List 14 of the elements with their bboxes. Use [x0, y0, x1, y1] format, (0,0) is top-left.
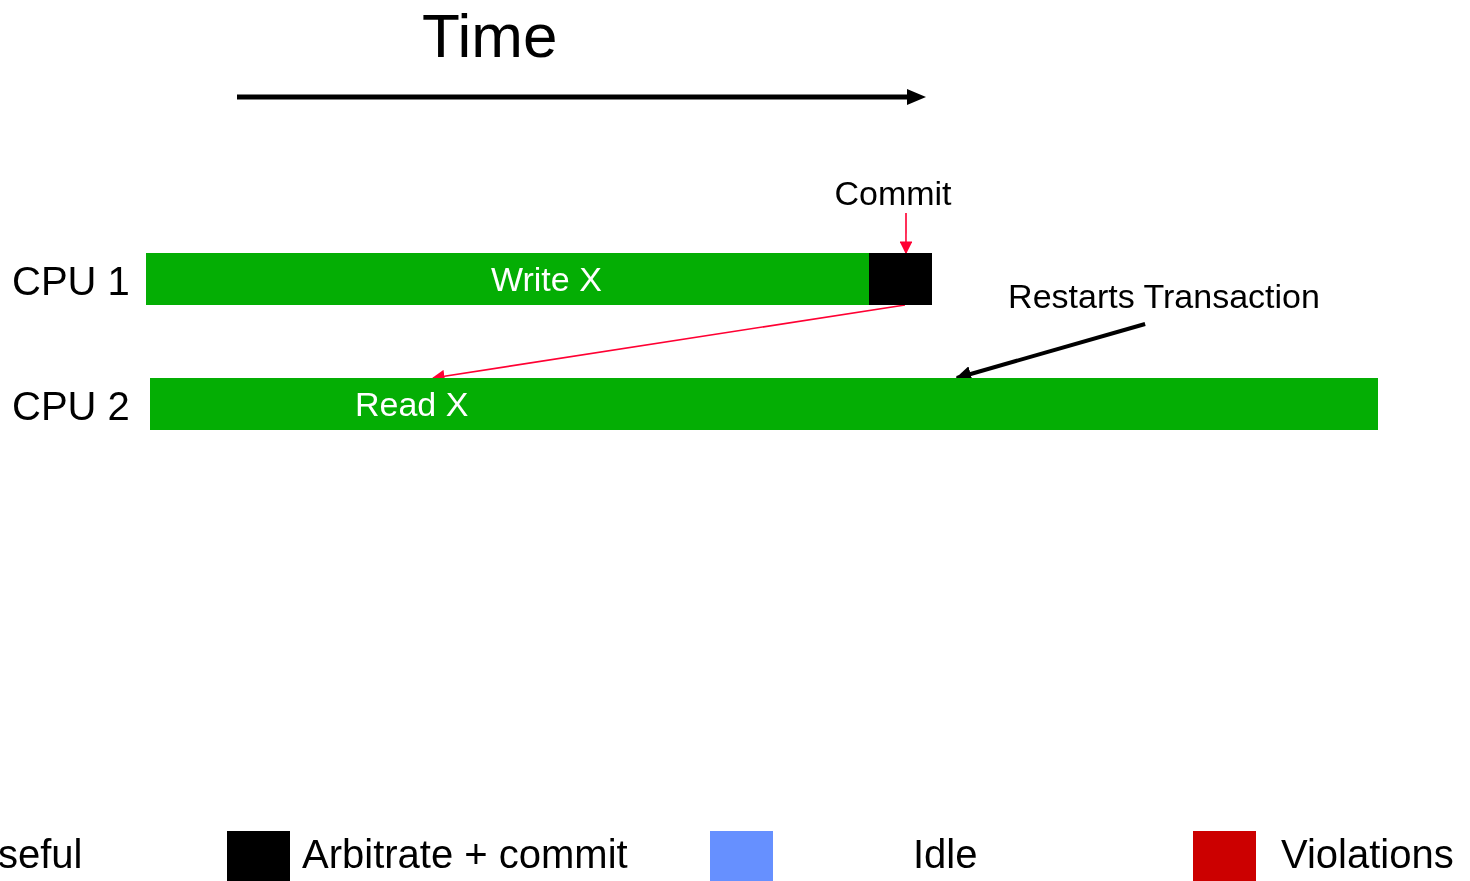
- annotation-text: Restarts Transaction: [989, 276, 1339, 316]
- title: Time: [422, 0, 558, 72]
- legend-label: Arbitrate + commit: [302, 831, 628, 877]
- annotation-text: Commit: [826, 173, 960, 213]
- cpu-label: CPU 2: [12, 383, 130, 429]
- legend-label: Idle: [913, 831, 978, 877]
- timeline-bar: [150, 378, 1378, 430]
- timeline-bar: [146, 253, 869, 305]
- cpu-label: CPU 1: [12, 258, 130, 304]
- arrow: [899, 212, 913, 255]
- bar-label: Write X: [491, 260, 602, 298]
- commit-block: [869, 253, 932, 305]
- bar-label: Read X: [355, 385, 469, 423]
- legend-label: Violations: [1281, 831, 1454, 877]
